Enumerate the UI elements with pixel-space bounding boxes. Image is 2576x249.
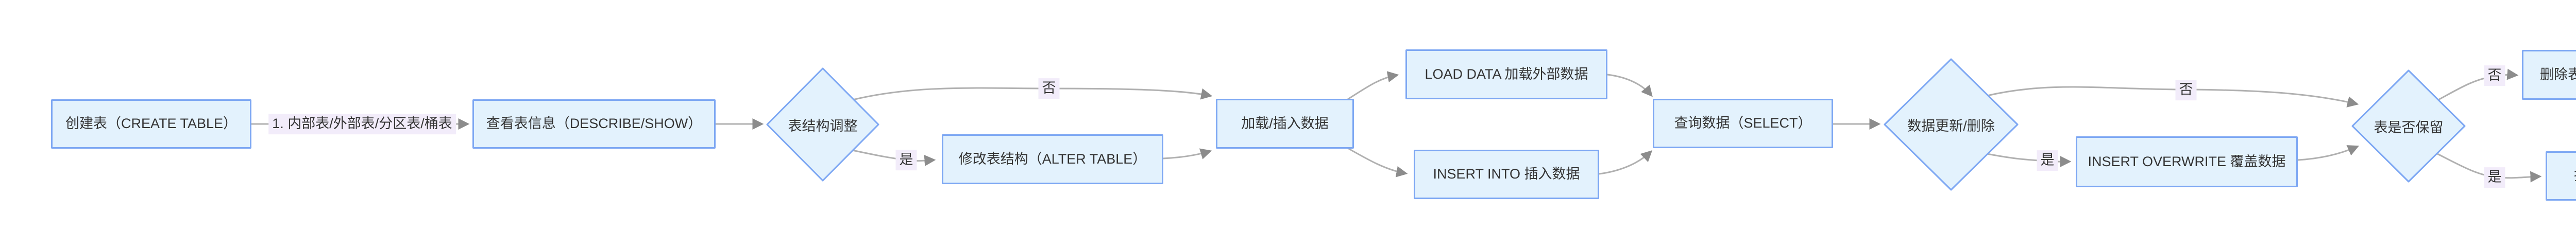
node-select: 查询数据（SELECT） <box>1653 99 1833 148</box>
node-load-data: LOAD DATA 加载外部数据 <box>1405 49 1607 99</box>
node-load-insert-data: 加载/插入数据 <box>1216 99 1354 149</box>
node-describe-show: 查看表信息（DESCRIBE/SHOW） <box>472 99 716 149</box>
diamond-data-update-delete <box>1884 58 2019 191</box>
edge-label-adjust-no: 否 <box>1038 78 1060 99</box>
node-create-table: 创建表（CREATE TABLE） <box>51 99 251 149</box>
edge-alter-to-loadinsert <box>1163 148 1212 159</box>
edge-label-keep-no: 否 <box>2484 65 2505 86</box>
node-insert-overwrite: INSERT OVERWRITE 覆盖数据 <box>2076 136 2298 187</box>
diamond-table-structure-adjust <box>766 67 879 182</box>
edge-label-adjust-yes: 是 <box>895 150 917 170</box>
edge-loaddata-to-select <box>1607 74 1653 97</box>
edge-insertinto-to-select <box>1599 150 1653 175</box>
node-drop-table: 删除表（DROP TABLE） <box>2522 50 2576 100</box>
node-data-update-delete-label: 数据更新/删除 <box>1907 118 1995 134</box>
edge-label-keep-yes: 是 <box>2484 167 2505 188</box>
node-table-keep-label: 表是否保留 <box>2374 119 2444 135</box>
edge-label-update-yes: 是 <box>2037 150 2058 171</box>
edge-label-update-no: 否 <box>2175 80 2197 100</box>
edge-update-no-to-keep <box>1987 86 2359 108</box>
edge-adjust-no-to-loadinsert <box>852 87 1213 101</box>
edge-loadinsert-to-loaddata <box>1347 71 1399 100</box>
edge-loadinsert-to-insertinto <box>1347 147 1408 177</box>
edge-overwrite-to-keep <box>2297 145 2360 161</box>
edge-label-table-types: 1. 内部表/外部表/分区表/桶表 <box>268 114 456 134</box>
node-alter-table: 修改表结构（ALTER TABLE） <box>942 134 1163 184</box>
node-continuous-query: 持续查询/维护 <box>2546 151 2576 201</box>
node-insert-into: INSERT INTO 插入数据 <box>1414 150 1599 199</box>
node-table-structure-adjust-label: 表结构调整 <box>788 118 858 134</box>
diamond-table-keep <box>2351 69 2466 183</box>
